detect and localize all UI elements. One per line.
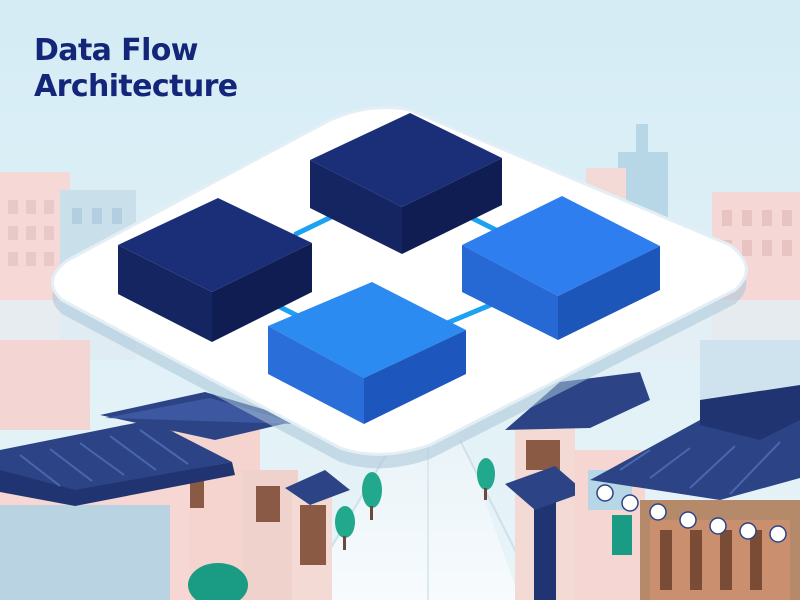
title-line-2: Architecture — [34, 69, 238, 104]
node-block-4 — [268, 282, 466, 424]
node-block-2 — [310, 113, 502, 254]
right-hanok-houses — [477, 372, 800, 600]
node-block-3 — [462, 196, 660, 340]
title-line-1: Data Flow — [34, 33, 198, 68]
page-title: Data Flow Architecture — [34, 33, 238, 105]
left-hanok-houses — [0, 392, 382, 600]
node-block-1 — [118, 198, 312, 342]
